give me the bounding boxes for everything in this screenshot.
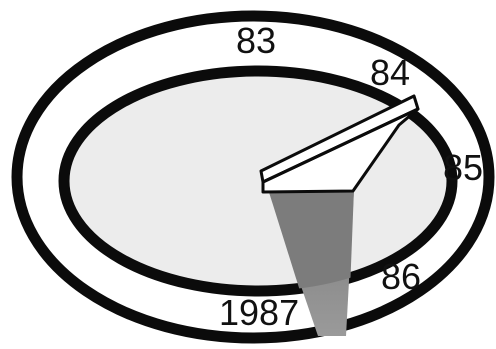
label-83: 83 (236, 20, 276, 61)
label-85: 85 (443, 147, 483, 188)
label-1987: 1987 (219, 292, 299, 333)
shadow-wedge-inner (268, 189, 354, 291)
label-84: 84 (370, 52, 410, 93)
board (259, 94, 420, 194)
label-86: 86 (381, 256, 421, 297)
board-edge-line (262, 107, 419, 184)
